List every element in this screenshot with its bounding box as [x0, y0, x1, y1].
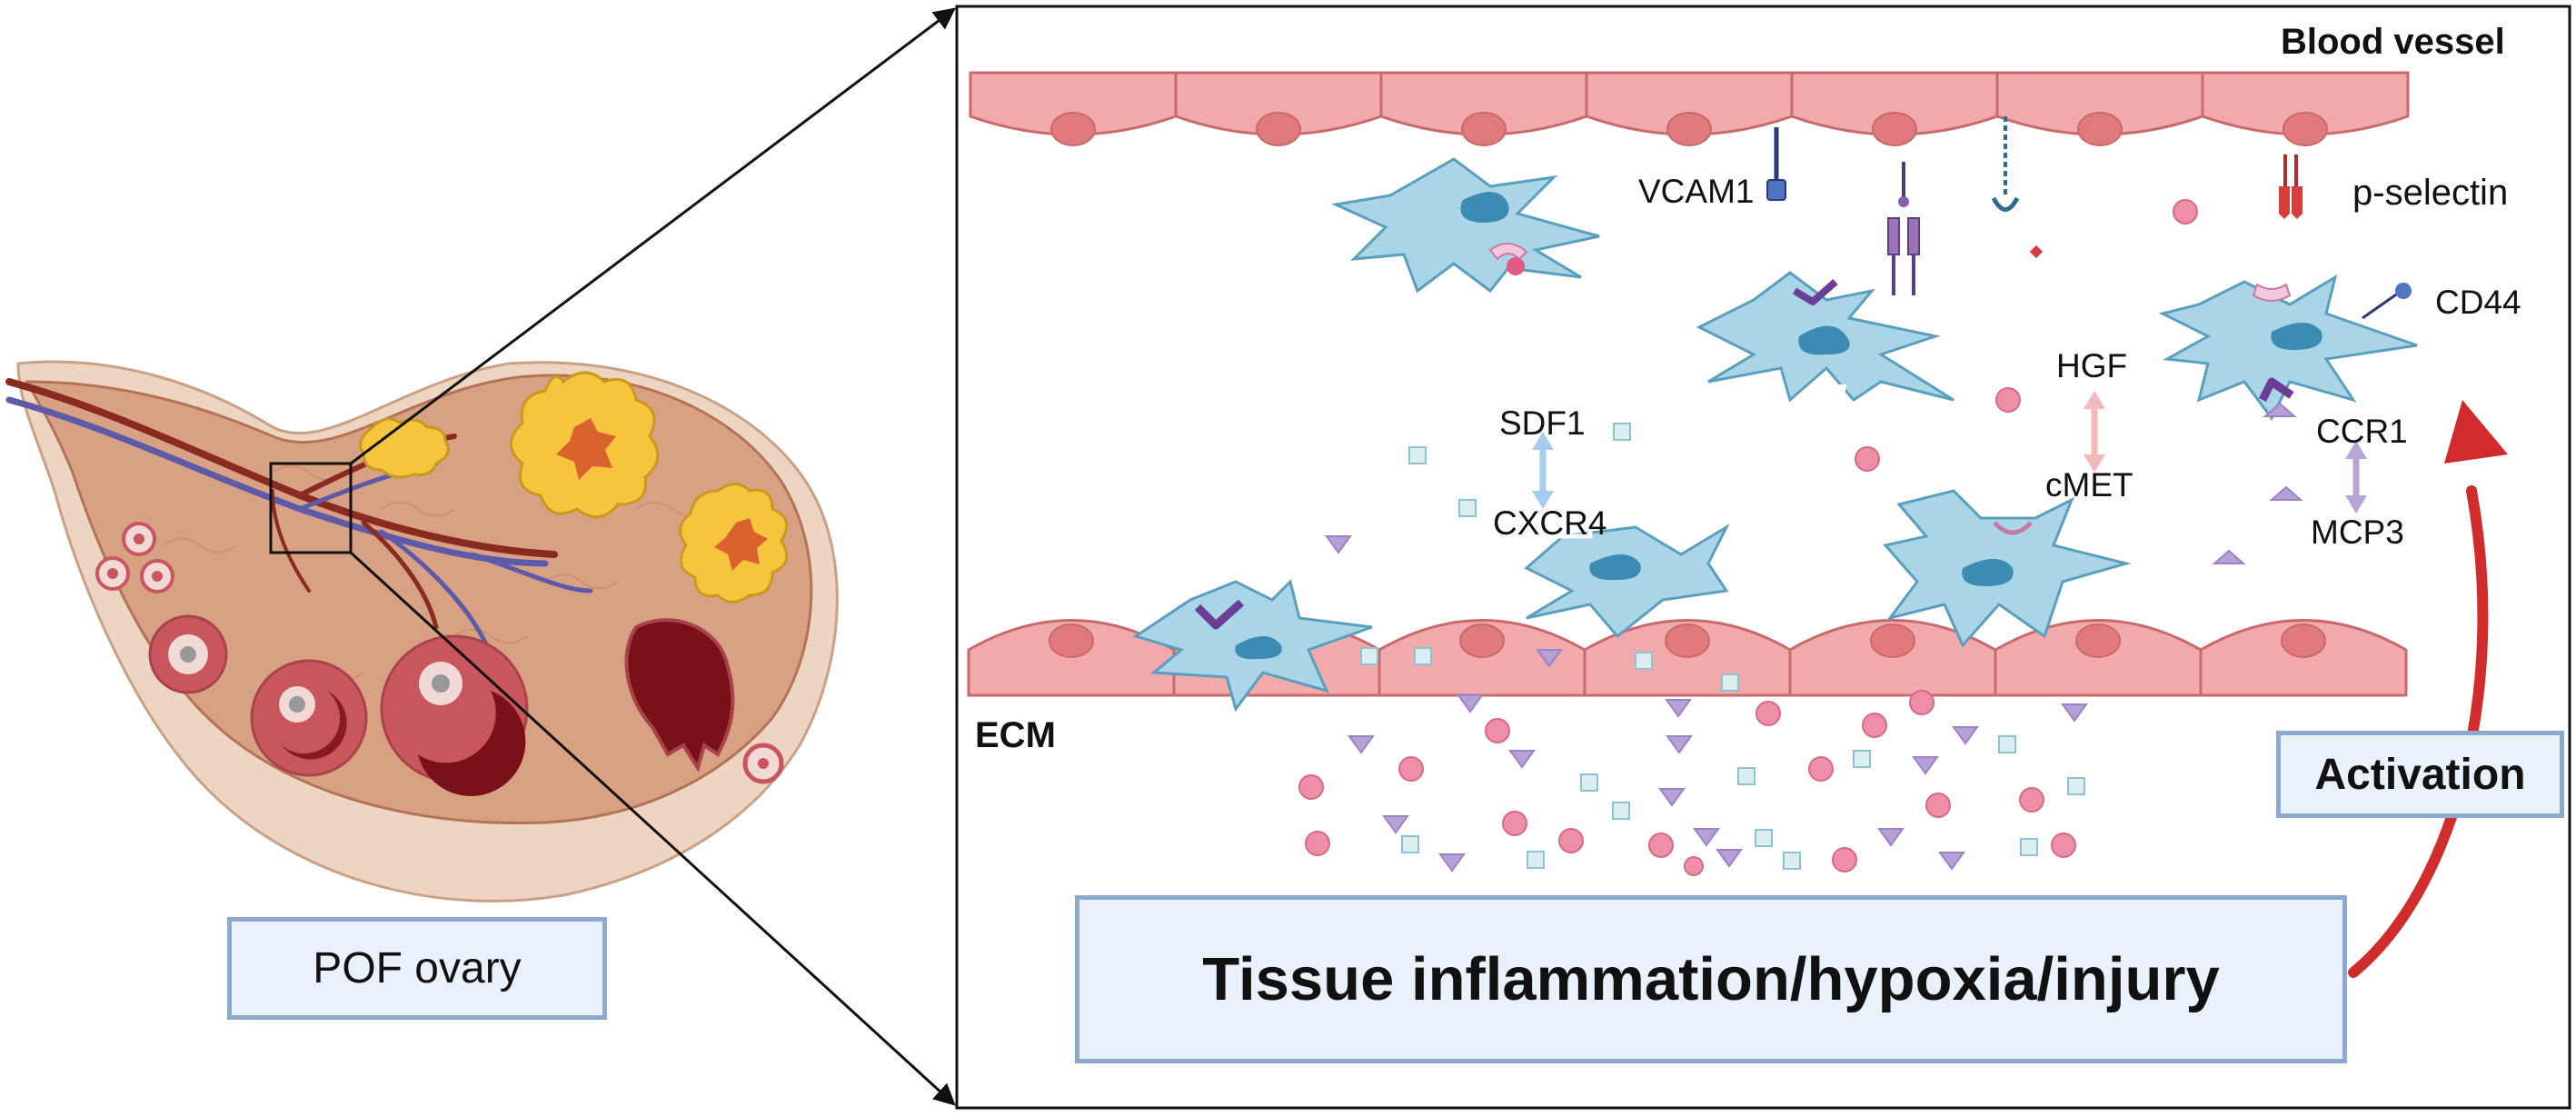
hgf-label: HGF [2056, 347, 2128, 384]
activation-label-box: Activation [2276, 731, 2564, 818]
corpus-luteum-large [510, 371, 660, 519]
corpus-luteum-small [359, 417, 450, 479]
activation-label: Activation [2314, 750, 2526, 799]
ccr1-label: CCR1 [2316, 413, 2408, 450]
msc-cell-6 [1132, 579, 1373, 713]
ovulating-follicle [624, 618, 784, 784]
ovary-blood-vessels [5, 378, 593, 657]
vcam1-receptor [1766, 127, 1786, 201]
pof-ovary-label: POF ovary [313, 944, 522, 992]
blood-vessel-label: Blood vessel [2281, 22, 2505, 62]
msc-cell-3 [2158, 274, 2418, 421]
chemokine-receptor [1991, 116, 2020, 212]
corpus-luteum-medium [679, 483, 789, 603]
cxcr4-label: CXCR4 [1493, 504, 1607, 542]
endothelium-top [969, 71, 2410, 146]
mcp3-label: MCP3 [2311, 514, 2404, 551]
zoom-line-top [350, 7, 956, 465]
primary-follicle [148, 614, 228, 694]
msc-cell-5 [1883, 489, 2132, 648]
cd44-label: CD44 [2435, 284, 2521, 321]
tissue-injury-label: Tissue inflammation/hypoxia/injury [1202, 945, 2220, 1013]
cytokines-ecm [1298, 647, 2088, 876]
msc-cell-1 [1330, 157, 1600, 294]
ovary-illustration [5, 360, 839, 903]
sdf1-cxcr4-arrow [1532, 432, 1554, 509]
sdf1-label: SDF1 [1499, 404, 1586, 442]
secondary-follicle [250, 659, 368, 777]
p-selectin-receptor [2279, 155, 2302, 219]
msc-cell-4 [1524, 523, 1730, 639]
integrin-receptor [1887, 162, 1920, 295]
vcam1-label: VCAM1 [1638, 173, 1755, 210]
tissue-injury-label-box: Tissue inflammation/hypoxia/injury [1075, 895, 2347, 1063]
zoom-line-bottom [349, 551, 956, 1106]
zoom-region [269, 462, 353, 554]
p-selectin-label: p-selectin [2352, 173, 2509, 213]
cmet-label: cMET [2045, 466, 2133, 504]
cytokines-lumen [1325, 199, 2303, 564]
endothelium-bottom [967, 619, 2408, 697]
ccr1-mcp3-arrow [2345, 441, 2367, 514]
primordial-follicles [95, 522, 174, 593]
ecm-label: ECM [975, 715, 1056, 755]
pof-ovary-label-box: POF ovary [227, 917, 607, 1020]
antral-follicle [380, 634, 529, 796]
hgf-cmet-arrow [2084, 391, 2105, 473]
msc-cell-2 [1696, 271, 1954, 403]
